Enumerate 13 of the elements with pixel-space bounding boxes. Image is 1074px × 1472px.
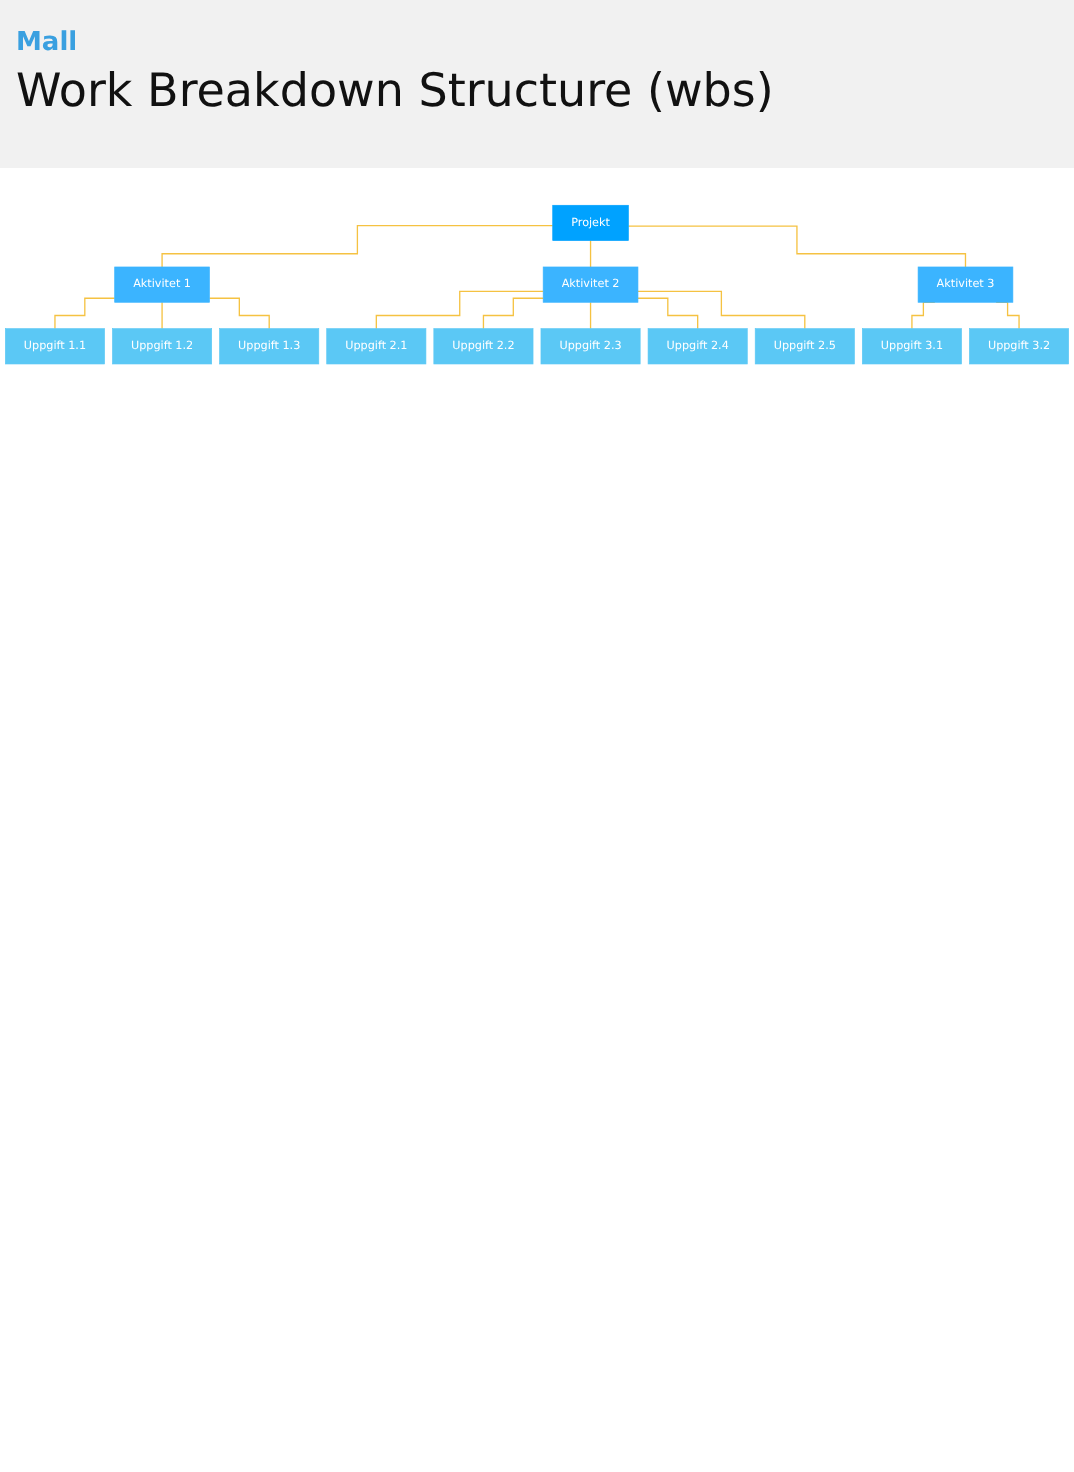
connector — [375, 290, 544, 330]
header-label: Mall — [16, 28, 78, 58]
connector — [54, 297, 116, 330]
connector — [589, 301, 592, 330]
connector — [208, 297, 270, 330]
connector — [637, 297, 699, 330]
connector — [637, 290, 806, 330]
connector — [482, 297, 544, 330]
connector — [589, 239, 592, 268]
connector — [627, 225, 967, 268]
title: Work Breakdown Structure (wbs) — [16, 66, 776, 118]
connector — [161, 301, 163, 330]
connector — [161, 225, 554, 268]
